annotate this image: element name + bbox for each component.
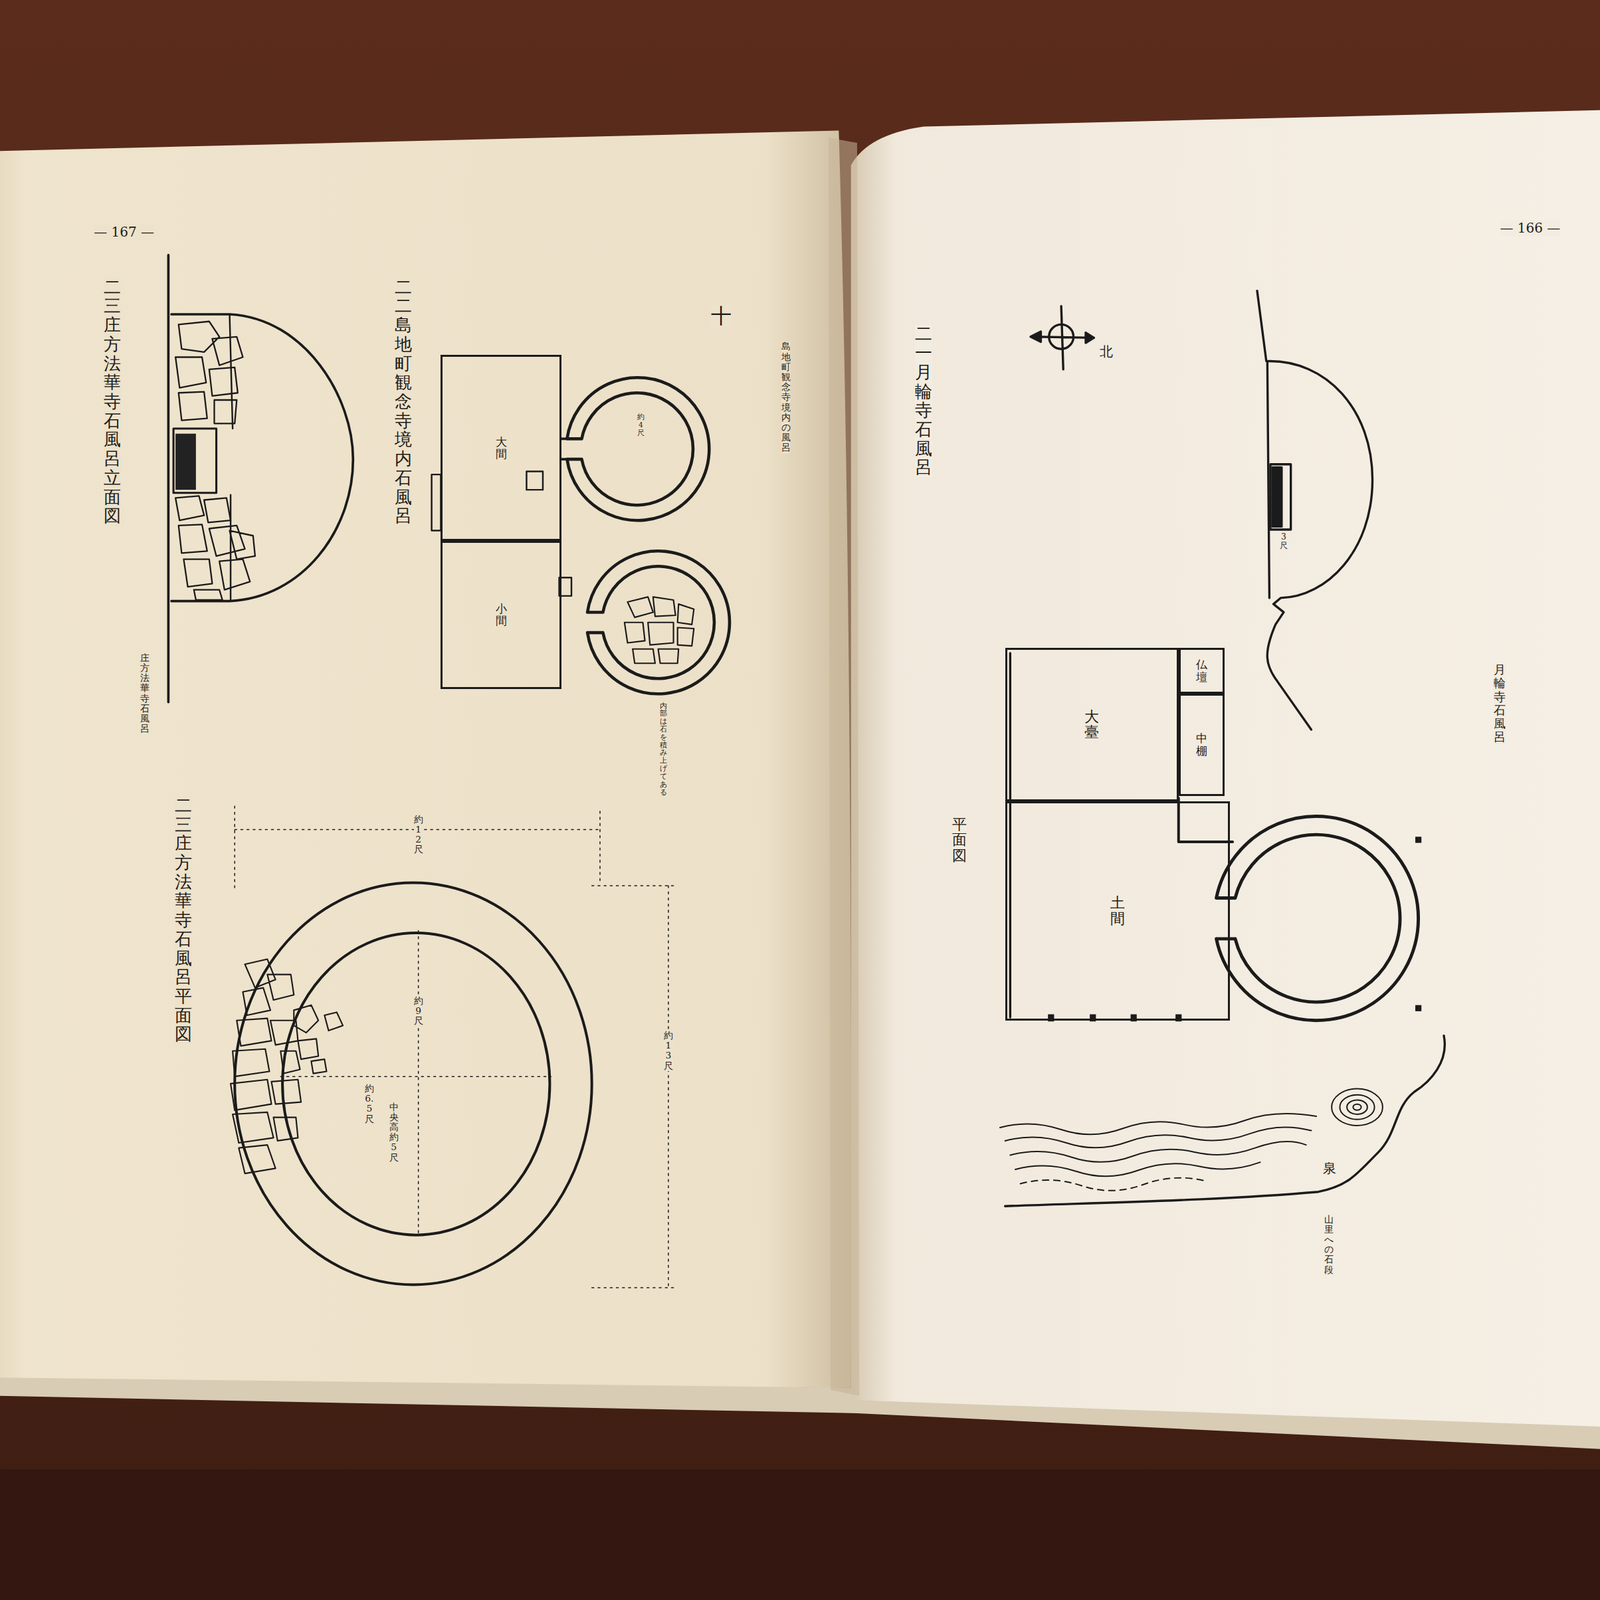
compass-tail	[1030, 331, 1041, 342]
figure-title: 島地町 観念寺境内の風呂	[781, 341, 791, 453]
altar-box: 仏壇	[1178, 647, 1225, 694]
compass-arrow	[1085, 332, 1094, 343]
spring-ripple	[1352, 1104, 1361, 1111]
bath-ring-plan	[566, 377, 709, 521]
dimension-label: 約6.5尺	[364, 1083, 375, 1125]
dimension-line	[234, 805, 600, 888]
figure-caption: 二一 月輪寺石風呂	[914, 324, 933, 478]
stream-wave	[1015, 1162, 1261, 1177]
bath-inner-wall	[282, 932, 550, 1236]
stone-wall	[230, 959, 343, 1175]
figure-number: 十	[710, 304, 732, 328]
wall-line	[229, 314, 234, 602]
dimension-line	[592, 885, 674, 1288]
spring-ripple	[1346, 1100, 1368, 1115]
path-note: 山里への石段	[1324, 1214, 1334, 1276]
room-label: 中棚	[1196, 732, 1208, 757]
shore-line	[1005, 1035, 1446, 1206]
gutter-shadow	[828, 137, 860, 1397]
page-number: — 166 —	[1500, 220, 1561, 236]
spring-ripple	[1331, 1089, 1383, 1126]
bath-door-shadow	[175, 433, 197, 490]
figure-caption: 二三 庄方法華寺石風呂平面図	[174, 796, 193, 1044]
dimension-label: 約4尺	[637, 413, 645, 437]
shelf-box: 中棚	[1178, 693, 1225, 797]
note-text: 内部は石を積み上げてある	[659, 702, 668, 797]
double-wall-line	[1009, 653, 1012, 1018]
elevation-base-line	[1267, 362, 1270, 599]
stream-wave	[1009, 1141, 1306, 1163]
spring-label: 泉	[1322, 1161, 1337, 1177]
passage-wall	[1178, 798, 1233, 842]
room-label: 小間	[495, 602, 507, 628]
bath-chamber-ellipse: 約9尺約6.5尺 中央高 約5尺	[280, 930, 553, 1238]
stream-wave	[1020, 1178, 1204, 1191]
bath-opening	[1270, 464, 1292, 530]
room-box: 大間	[440, 354, 561, 541]
plan-label: 平面図	[952, 816, 967, 864]
table-edge	[0, 1469, 1600, 1600]
bath-outer-wall	[234, 882, 593, 1285]
post-mark	[1415, 1005, 1422, 1012]
room-box: 大臺	[1005, 647, 1179, 801]
earth-floor-room: 土間	[1005, 801, 1230, 1021]
ground-line	[167, 255, 171, 703]
stone-pile	[624, 596, 694, 664]
bath-ring-plan	[1216, 816, 1419, 1021]
room-label: 土間	[1110, 895, 1125, 927]
wall-bump	[431, 474, 442, 531]
left-page	[0, 130, 852, 1389]
bath-opening-shadow	[1272, 467, 1282, 527]
right-page	[851, 110, 1600, 1427]
room-label: 仏壇	[1196, 658, 1208, 684]
room-box: 小間	[440, 540, 561, 690]
dimension-label: 約13尺	[663, 1030, 674, 1072]
spring-ripple	[1339, 1095, 1375, 1120]
bath-elevation-outline	[1257, 291, 1373, 730]
stream-wave	[1000, 1113, 1317, 1135]
bath-elevation-outline	[171, 314, 353, 602]
ellipse-outline	[280, 930, 553, 1238]
room-label: 大臺	[1084, 708, 1100, 741]
dimension-label: 中央高 約5尺	[389, 1102, 399, 1163]
page-number: — 167 —	[93, 224, 155, 240]
bath-ring-plan	[587, 550, 730, 694]
dimension-label: 3尺	[1279, 532, 1288, 551]
bath-door	[173, 428, 217, 494]
dimension-line	[280, 930, 551, 1238]
figure-title: 庄方 法華寺石風呂	[140, 653, 150, 735]
room-label: 大間	[495, 435, 507, 461]
dimension-label: 約12尺	[413, 814, 424, 856]
post-mark	[1415, 836, 1422, 843]
figure-caption: 二二 島地町観念寺境内石風呂	[394, 277, 412, 526]
fixture-mark	[526, 471, 543, 491]
north-label: 北	[1099, 344, 1113, 360]
figure-caption: 二三 庄方法華寺石風呂立面図	[103, 277, 121, 526]
figure-title: 月輪寺石風呂	[1493, 663, 1506, 745]
dimension-label: 約9尺	[413, 996, 424, 1027]
passage-wall	[561, 438, 568, 460]
